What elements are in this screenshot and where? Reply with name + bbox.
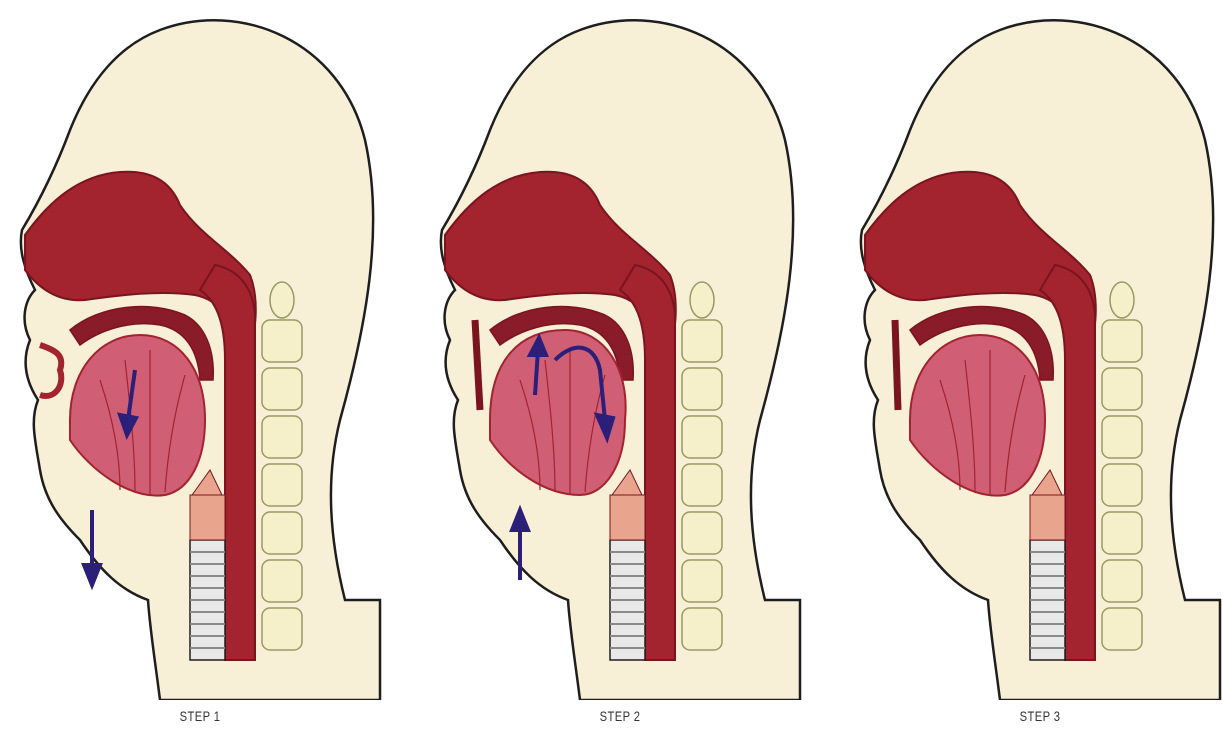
head-cross-section-1 bbox=[0, 0, 400, 700]
head-cross-section-3 bbox=[840, 0, 1222, 700]
step-1-label: STEP 1 bbox=[40, 708, 360, 724]
step-1-panel: STEP 1 bbox=[0, 0, 400, 735]
step-3-label: STEP 3 bbox=[880, 708, 1200, 724]
cervical-vertebrae bbox=[1102, 282, 1142, 650]
trachea bbox=[610, 470, 645, 660]
lips bbox=[475, 320, 480, 410]
cervical-vertebrae bbox=[682, 282, 722, 650]
trachea bbox=[190, 470, 225, 660]
step-3-panel: STEP 3 bbox=[840, 0, 1222, 735]
lips bbox=[895, 320, 898, 410]
trachea bbox=[1030, 470, 1065, 660]
step-2-label: STEP 2 bbox=[460, 708, 780, 724]
cervical-vertebrae bbox=[262, 282, 302, 650]
head-cross-section-2 bbox=[420, 0, 820, 700]
step-2-panel: STEP 2 bbox=[420, 0, 820, 735]
